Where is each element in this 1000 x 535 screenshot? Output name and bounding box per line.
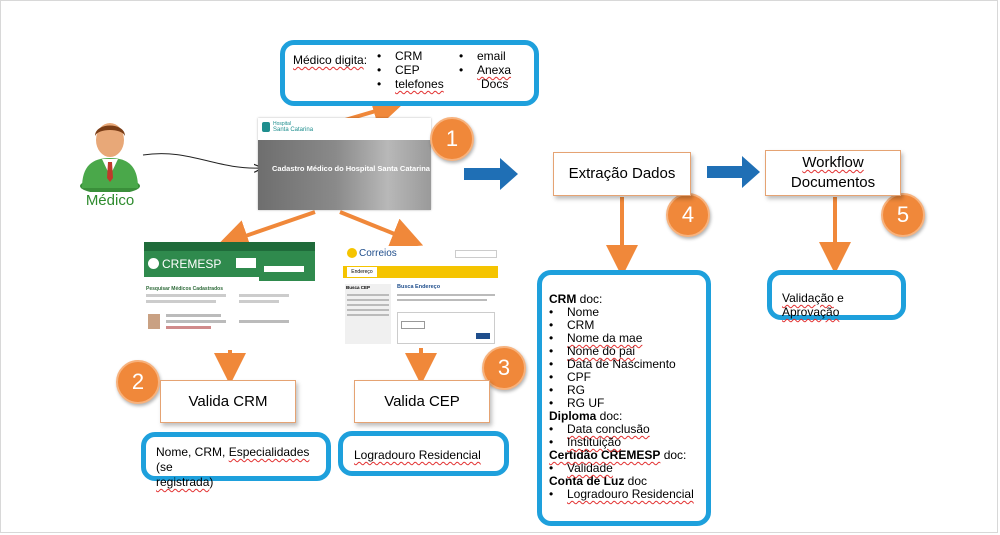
text-line [397,294,495,296]
list-item: CRM [377,49,444,63]
certidao-doc-list: Validade [549,462,706,476]
list-item: Instituição [549,436,706,450]
text-line [166,326,211,329]
correios-logo-icon [347,248,357,258]
crm-doc-list: Nome CRM Nome da mae Nome do pai Data de… [549,306,706,411]
valida-cep-box: Valida CEP [354,380,490,423]
extracao-to-workflow-arrow [707,156,760,188]
list-item: Nome [549,306,706,320]
validacao-box: Validação e Aprovação [767,270,906,320]
crm-result-text: Nome, CRM, Especialidades (se registrada… [156,445,310,489]
cremesp-badge [236,258,256,268]
text-line [239,294,289,297]
text-line [347,294,389,296]
input-col2-extra: Docs [481,77,509,91]
actor-to-form-arrow [142,153,262,169]
cremesp-tabs [259,277,315,281]
list-item: Nome do pai [549,345,706,359]
list-item: RG UF [549,397,706,411]
text-line [347,299,389,301]
documents-box: CRM doc: Nome CRM Nome da mae Nome do pa… [537,270,711,526]
text-line [146,294,226,297]
diploma-doc-heading: Diploma doc: [549,409,623,423]
luz-doc-heading: Conta de Luz doc [549,474,648,488]
input-col2: email Anexa [459,49,511,77]
input-col1: CRM CEP telefones [377,49,444,91]
text-line [239,300,279,303]
correios-form [397,312,495,344]
list-item: email [459,49,511,63]
cep-input [401,321,425,329]
correios-tab-bar: Endereço [343,266,498,278]
text-line [146,300,216,303]
form-to-extracao-arrow [464,158,518,190]
text-line [347,309,389,311]
form-to-input-arrow [344,96,405,127]
hospital-logo-icon [262,122,270,132]
form-banner: Cadastro Médico do Hospital Santa Catari… [258,140,431,210]
certidao-doc-heading: Certidão CREMESP doc: [549,448,687,462]
text-line [347,314,389,316]
workflow-documentos-box: Workflow Documentos [765,150,901,196]
list-item: RG [549,384,706,398]
cremesp-seal-icon [148,258,159,269]
step-1-badge: 1 [430,117,474,161]
doctor-icon [80,123,140,192]
form-to-correios-arrow [339,210,424,249]
list-item: Validade [549,462,706,476]
list-item: Logradouro Residencial [549,488,706,502]
cremesp-screenshot: CREMESP Pesquisar Médicos Cadastrados [144,242,315,347]
step-4-badge: 4 [666,193,710,237]
correios-screenshot: Correios Endereço Busca CEP Busca Endere… [343,246,498,346]
input-fields-box: Médico digita: CRM CEP telefones email A… [280,40,539,106]
doctor-photo [148,314,160,329]
text-line [397,299,487,301]
correios-search-button [476,333,490,339]
list-item: Data conclusão [549,423,706,437]
list-item: Data de Nascimento [549,358,706,372]
hospital-logo: Hospital Santa Catarina [273,121,314,133]
luz-doc-list: Logradouro Residencial [549,488,706,502]
extracao-dados-box: Extração Dados [553,152,691,196]
diploma-doc-list: Data conclusão Instituição [549,423,706,450]
crm-result-box: Nome, CRM, Especialidades (se registrada… [141,432,331,489]
list-item: Anexa [459,63,511,77]
text-line [166,314,221,317]
form-to-cremesp-arrow [216,210,316,251]
list-item: CRM [549,319,706,333]
crm-doc-heading: CRM doc: [549,292,603,306]
list-item: CPF [549,371,706,385]
correios-sidebar: Busca CEP [345,284,391,344]
text-line [347,304,389,306]
list-item: telefones [377,77,444,91]
step-2-badge: 2 [116,360,160,404]
cremesp-menu-bar [144,242,315,251]
correios-search-input [455,250,497,258]
form-screenshot: Hospital Santa Catarina Cadastro Médico … [258,118,431,210]
list-item: CEP [377,63,444,77]
text-line [166,320,226,323]
list-item: Nome da mae [549,332,706,346]
actor-label: Médico [85,192,135,209]
step-5-badge: 5 [881,193,925,237]
cremesp-header: CREMESP [144,251,315,277]
cep-result-box: Logradouro Residencial [338,431,509,476]
valida-crm-box: Valida CRM [160,380,296,423]
input-box-title: Médico digita: [293,53,368,67]
cremesp-search-input [264,266,304,272]
text-line [239,320,289,323]
